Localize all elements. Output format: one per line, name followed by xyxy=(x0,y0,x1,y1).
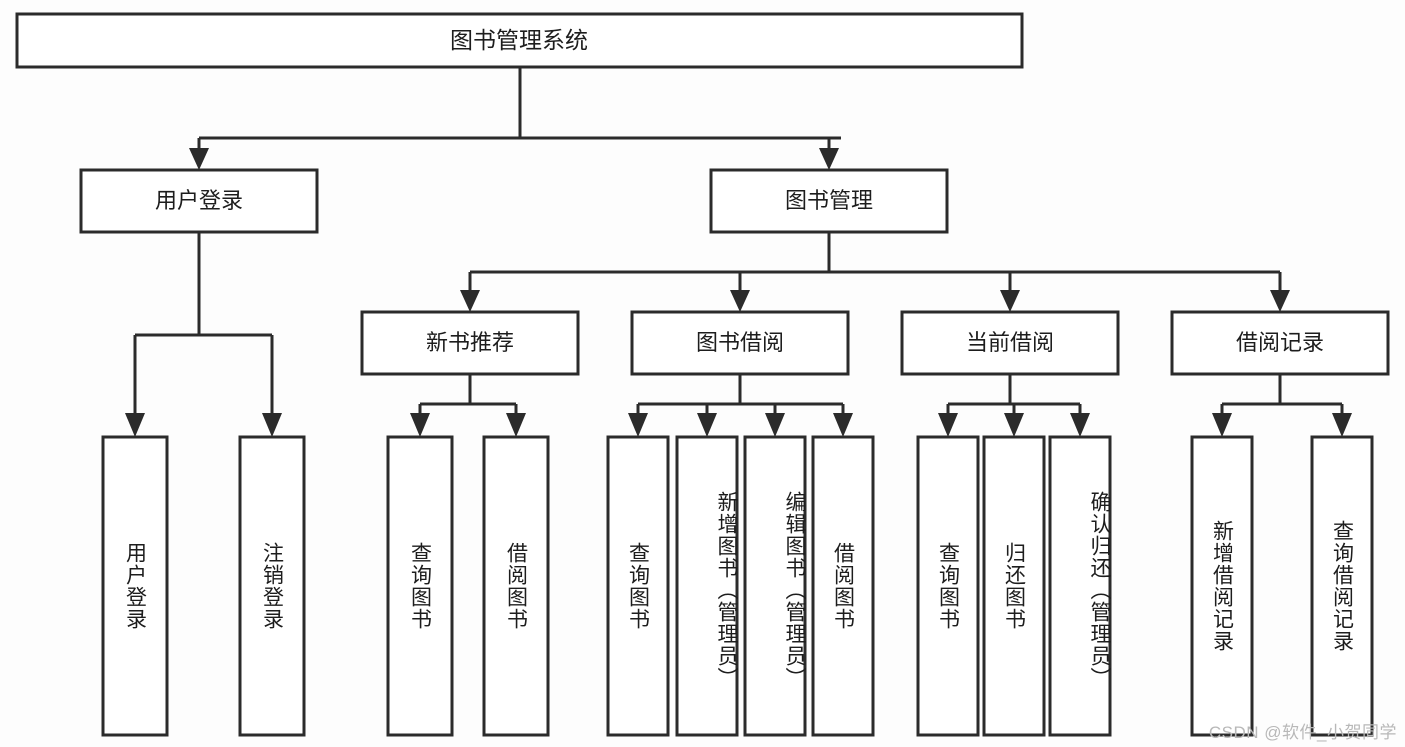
connector-currentborrow-to-leaves xyxy=(938,374,1090,437)
connector-bookmgmt-to-level3 xyxy=(460,232,1290,312)
leaf-box-logout[interactable] xyxy=(238,435,306,737)
connector-root-to-level2 xyxy=(189,67,841,170)
node-current-borrow[interactable]: 当前借阅 xyxy=(900,310,1120,376)
leaf-box-nb-borrow-book[interactable] xyxy=(482,435,550,737)
connector-bookborrow-to-leaves xyxy=(628,374,853,437)
leaf-box-user-login[interactable] xyxy=(101,435,169,737)
leaf-box-bb-edit-book[interactable] xyxy=(743,435,807,737)
connector-newbook-to-leaves xyxy=(410,374,526,437)
leaf-box-cb-return-book[interactable] xyxy=(982,435,1046,737)
connector-borrowrecord-to-leaves xyxy=(1212,374,1352,437)
leaf-boxes xyxy=(101,435,1374,737)
node-user-login[interactable]: 用户登录 xyxy=(79,168,319,234)
node-label-system-root: 图书管理系统 xyxy=(450,27,588,53)
node-label-user-login: 用户登录 xyxy=(155,188,243,213)
leaf-box-cb-confirm-return[interactable] xyxy=(1048,435,1112,737)
leaf-box-cb-query-book[interactable] xyxy=(916,435,980,737)
leaf-box-nb-query-book[interactable] xyxy=(386,435,454,737)
leaf-box-bb-add-book[interactable] xyxy=(675,435,739,737)
node-book-management[interactable]: 图书管理 xyxy=(709,168,949,234)
leaf-box-bb-borrow-book[interactable] xyxy=(811,435,875,737)
leaf-box-br-add-record[interactable] xyxy=(1190,435,1254,737)
node-label-current-borrow: 当前借阅 xyxy=(966,330,1054,355)
node-book-borrow[interactable]: 图书借阅 xyxy=(630,310,850,376)
node-borrow-record[interactable]: 借阅记录 xyxy=(1170,310,1390,376)
node-label-book-borrow: 图书借阅 xyxy=(696,330,784,355)
node-new-book-recommend[interactable]: 新书推荐 xyxy=(360,310,580,376)
leaf-box-bb-query-book[interactable] xyxy=(606,435,670,737)
node-system-root[interactable]: 图书管理系统 xyxy=(15,12,1024,69)
node-label-book-management: 图书管理 xyxy=(785,188,873,213)
leaf-box-br-query-record[interactable] xyxy=(1310,435,1374,737)
node-label-borrow-record: 借阅记录 xyxy=(1236,330,1324,355)
node-label-new-book-recommend: 新书推荐 xyxy=(426,330,514,355)
connector-userlogin-to-leaves xyxy=(125,232,282,437)
csdn-watermark: CSDN @软件_小贺同学 xyxy=(1208,723,1397,742)
